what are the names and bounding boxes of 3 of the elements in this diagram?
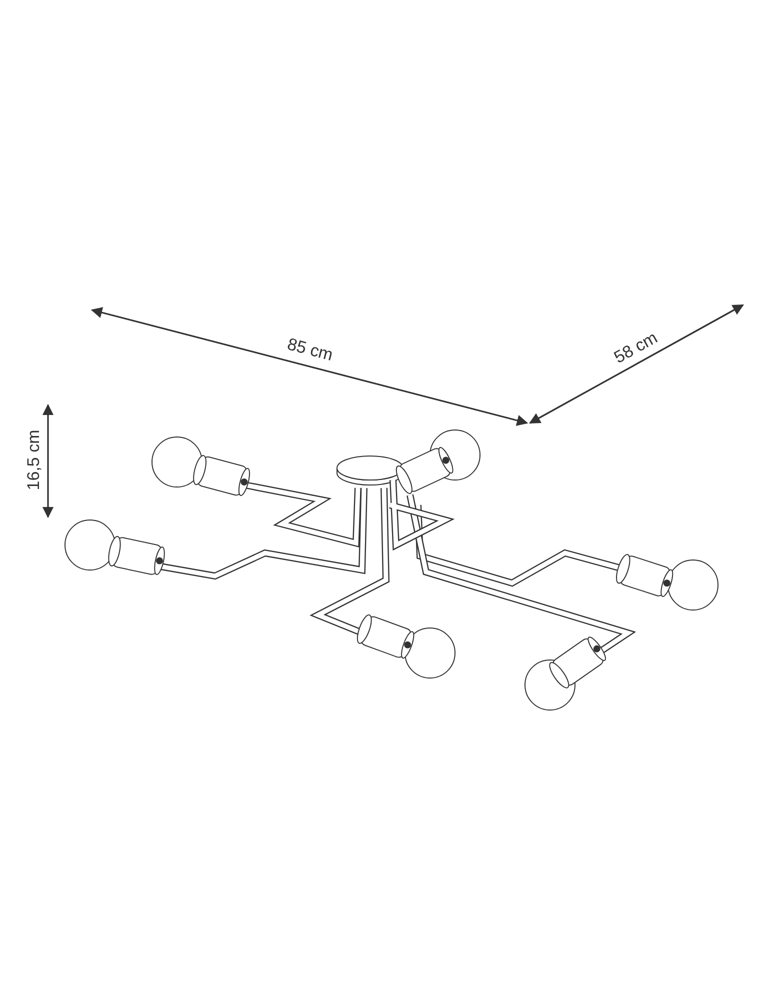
dimension-label: 58 cm	[610, 328, 662, 368]
dimension-label: 16,5 cm	[24, 430, 44, 490]
dimension-label: 85 cm	[285, 334, 335, 366]
